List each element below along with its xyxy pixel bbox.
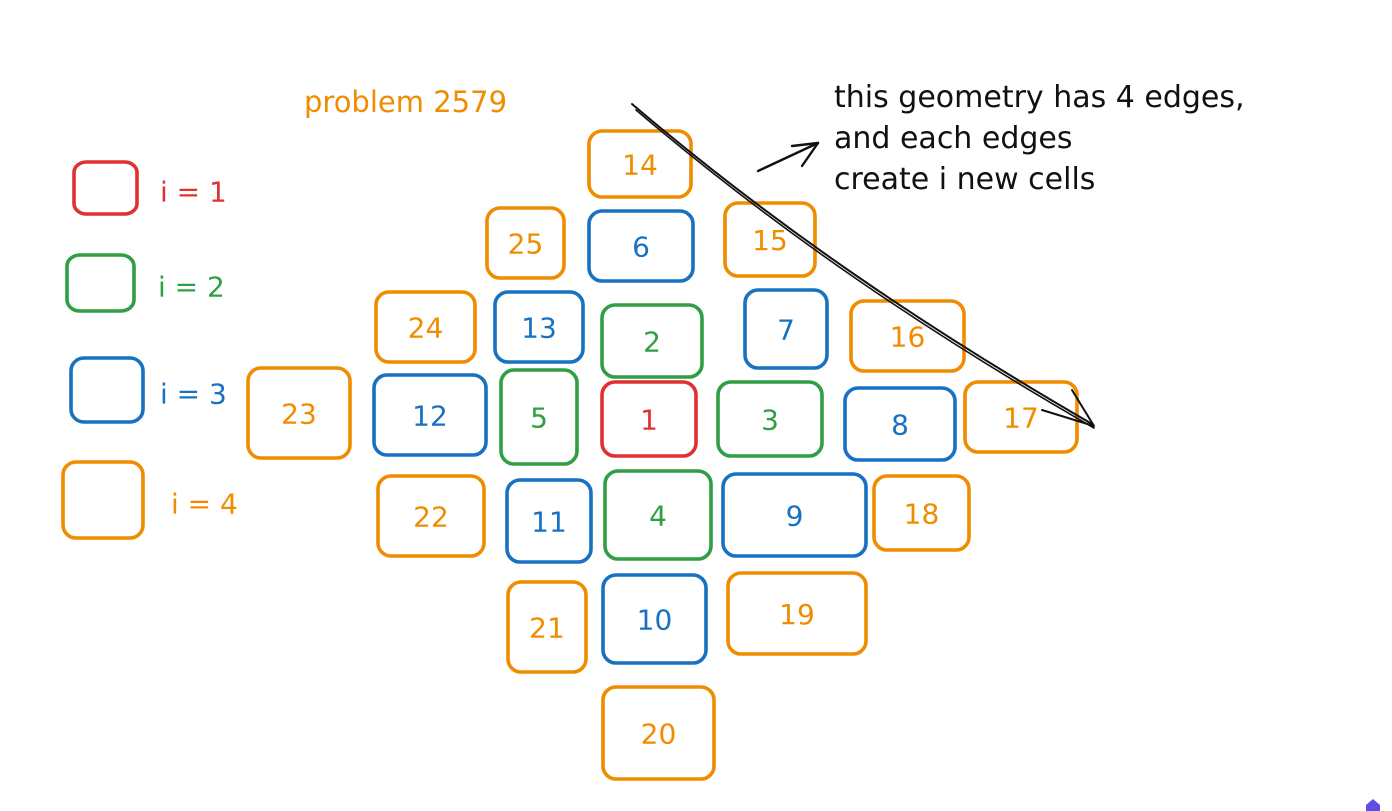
cell-box [499,368,579,466]
cell-25: 25 [485,206,566,280]
diagonal-arrow [631,103,1095,429]
cell-label: 23 [281,398,317,431]
cell-label: 8 [891,409,909,442]
cell-label: 25 [508,228,544,261]
cell-label: 9 [786,500,804,533]
cell-20: 20 [601,685,716,781]
cell-box [493,290,585,364]
cell-label: 12 [412,400,448,433]
cell-box [716,380,824,458]
cell-label: 7 [777,314,795,347]
cell-box [600,303,704,379]
cell-6: 6 [587,209,695,283]
cell-grid: 1234567891011121314151617181920212223242… [246,129,1079,781]
cell-box [721,472,868,558]
cell-12: 12 [372,373,488,457]
cell-label: 17 [1003,402,1039,435]
note-line-2: and each edges [834,121,1073,156]
cell-7: 7 [743,288,829,370]
cell-5: 5 [499,368,579,466]
legend-item-i2: i = 2 [65,253,225,313]
note-line-3: create i new cells [834,162,1095,197]
cell-label: 10 [637,604,673,637]
legend-swatch [69,356,145,424]
legend-item-i1: i = 1 [72,160,227,216]
cell-box [603,469,713,561]
cell-box [843,386,957,462]
legend-item-i4: i = 4 [61,460,238,540]
cell-box [849,299,966,373]
legend-swatch [65,253,136,313]
cell-label: 24 [408,312,444,345]
cell-label: 5 [530,402,548,435]
cell-label: 22 [413,501,449,534]
cell-14: 14 [587,129,693,199]
cell-box [374,290,477,364]
cell-box [726,571,868,656]
legend: i = 1 i = 2 i = 3 i = 4 [61,160,238,540]
cell-8: 8 [843,386,957,462]
cell-22: 22 [376,474,486,558]
cell-17: 17 [963,380,1079,454]
cell-box [587,129,693,199]
cell-label: 18 [904,498,940,531]
problem-title: problem 2579 [304,85,507,119]
cell-16: 16 [849,299,966,373]
legend-label: i = 2 [158,271,225,304]
cell-box [601,685,716,781]
legend-label: i = 3 [160,378,227,411]
cell-23: 23 [246,366,352,460]
cell-label: 3 [761,404,779,437]
cell-box [246,366,352,460]
cell-label: 21 [529,612,565,645]
cell-label: 6 [632,231,650,264]
cell-1: 1 [600,380,698,458]
legend-label: i = 1 [160,176,227,209]
cell-label: 19 [779,598,815,631]
cell-13: 13 [493,290,585,364]
cell-box [587,209,695,283]
cell-box [600,380,698,458]
note-text: this geometry has 4 edges, and each edge… [834,80,1245,197]
cell-box [872,474,971,552]
legend-swatch [72,160,139,216]
cell-9: 9 [721,472,868,558]
cell-label: 4 [649,500,667,533]
cell-label: 20 [641,718,677,751]
legend-item-i3: i = 3 [69,356,227,424]
cell-box [376,474,486,558]
cell-2: 2 [600,303,704,379]
cell-label: 15 [752,224,788,257]
cell-11: 11 [505,478,593,564]
legend-swatch [61,460,145,540]
cell-label: 11 [531,506,567,539]
cell-18: 18 [872,474,971,552]
cell-box [505,478,593,564]
cell-21: 21 [506,580,588,674]
cell-box [601,573,708,665]
cell-24: 24 [374,290,477,364]
cell-box [372,373,488,457]
cell-label: 1 [640,404,658,437]
cell-box [485,206,566,280]
cell-4: 4 [603,469,713,561]
cell-3: 3 [716,380,824,458]
cell-box [743,288,829,370]
cell-label: 16 [890,321,926,354]
cell-label: 13 [521,312,557,345]
note-line-1: this geometry has 4 edges, [834,80,1245,115]
cell-10: 10 [601,573,708,665]
cell-15: 15 [723,201,817,278]
annotation: problem 2579 this geometry has 4 edges, … [304,80,1245,429]
cell-19: 19 [726,571,868,656]
legend-label: i = 4 [171,488,238,521]
note-arrow [756,141,820,173]
check-badge-icon [1366,799,1380,811]
cell-label: 2 [643,326,661,359]
cell-box [723,201,817,278]
cell-label: 14 [622,149,658,182]
cell-box [506,580,588,674]
